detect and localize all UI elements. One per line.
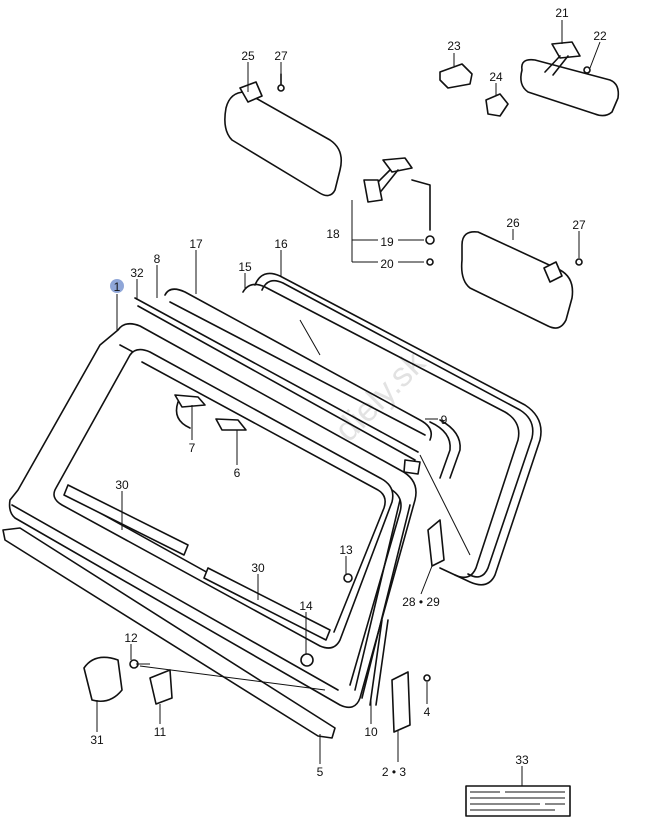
rear-view-mirror[interactable] — [520, 41, 620, 117]
label-9[interactable]: 9 — [441, 413, 448, 427]
label-7[interactable]: 7 — [189, 441, 196, 455]
strip-30a — [63, 484, 189, 556]
label-1[interactable]: 1 — [114, 280, 121, 294]
label-2-3[interactable]: 2 • 3 — [382, 765, 407, 779]
label-5[interactable]: 5 — [317, 765, 324, 779]
mirror-bracket[interactable] — [351, 157, 435, 266]
label-23[interactable]: 23 — [447, 39, 461, 53]
rear-glass[interactable] — [242, 272, 542, 586]
label-25[interactable]: 25 — [241, 49, 255, 63]
label-27-right[interactable]: 27 — [572, 218, 586, 232]
label-17[interactable]: 17 — [189, 237, 203, 251]
label-11[interactable]: 11 — [154, 725, 167, 739]
label-20[interactable]: 20 — [380, 257, 394, 271]
strip-10[interactable] — [369, 619, 389, 706]
label-28-29[interactable]: 28 • 29 — [402, 595, 440, 609]
part-labels: 1 2 • 3 4 5 6 7 8 9 10 11 12 13 14 15 16… — [90, 6, 607, 779]
label-6[interactable]: 6 — [234, 466, 241, 480]
label-14[interactable]: 14 — [299, 599, 313, 613]
label-12[interactable]: 12 — [124, 631, 138, 645]
warning-label-33[interactable] — [465, 785, 571, 817]
label-10[interactable]: 10 — [364, 725, 378, 739]
sun-visor-left[interactable] — [224, 73, 343, 197]
weatherstrip[interactable] — [134, 288, 461, 479]
clip-part-28-29[interactable] — [427, 519, 445, 567]
label-27-top[interactable]: 27 — [274, 49, 288, 63]
hinge-plate[interactable] — [391, 671, 411, 733]
label-32[interactable]: 32 — [130, 266, 144, 280]
clip-part-23[interactable] — [439, 63, 473, 89]
back-door-panel[interactable] — [8, 322, 417, 709]
label-33[interactable]: 33 — [515, 753, 529, 767]
hinge-11[interactable] — [149, 669, 173, 705]
label-19[interactable]: 19 — [380, 235, 394, 249]
label-30-left[interactable]: 30 — [115, 478, 129, 492]
label-24[interactable]: 24 — [489, 70, 503, 84]
strip-30b — [203, 567, 331, 641]
label-8[interactable]: 8 — [154, 252, 161, 266]
label-22[interactable]: 22 — [593, 29, 607, 43]
sun-visor-right[interactable] — [460, 230, 583, 329]
selected-part-marker[interactable] — [110, 279, 124, 293]
label-26[interactable]: 26 — [506, 216, 520, 230]
label-16[interactable]: 16 — [274, 237, 288, 251]
clip-part-24[interactable] — [485, 93, 509, 117]
label-21[interactable]: 21 — [555, 6, 569, 20]
label-4[interactable]: 4 — [424, 705, 431, 719]
cover-31[interactable] — [83, 656, 123, 703]
label-13[interactable]: 13 — [339, 543, 353, 557]
leader-lines — [96, 20, 601, 786]
bottom-strip[interactable] — [2, 527, 336, 739]
label-18[interactable]: 18 — [326, 227, 340, 241]
label-30-right[interactable]: 30 — [251, 561, 265, 575]
label-15[interactable]: 15 — [238, 260, 252, 274]
label-31[interactable]: 31 — [90, 733, 104, 747]
